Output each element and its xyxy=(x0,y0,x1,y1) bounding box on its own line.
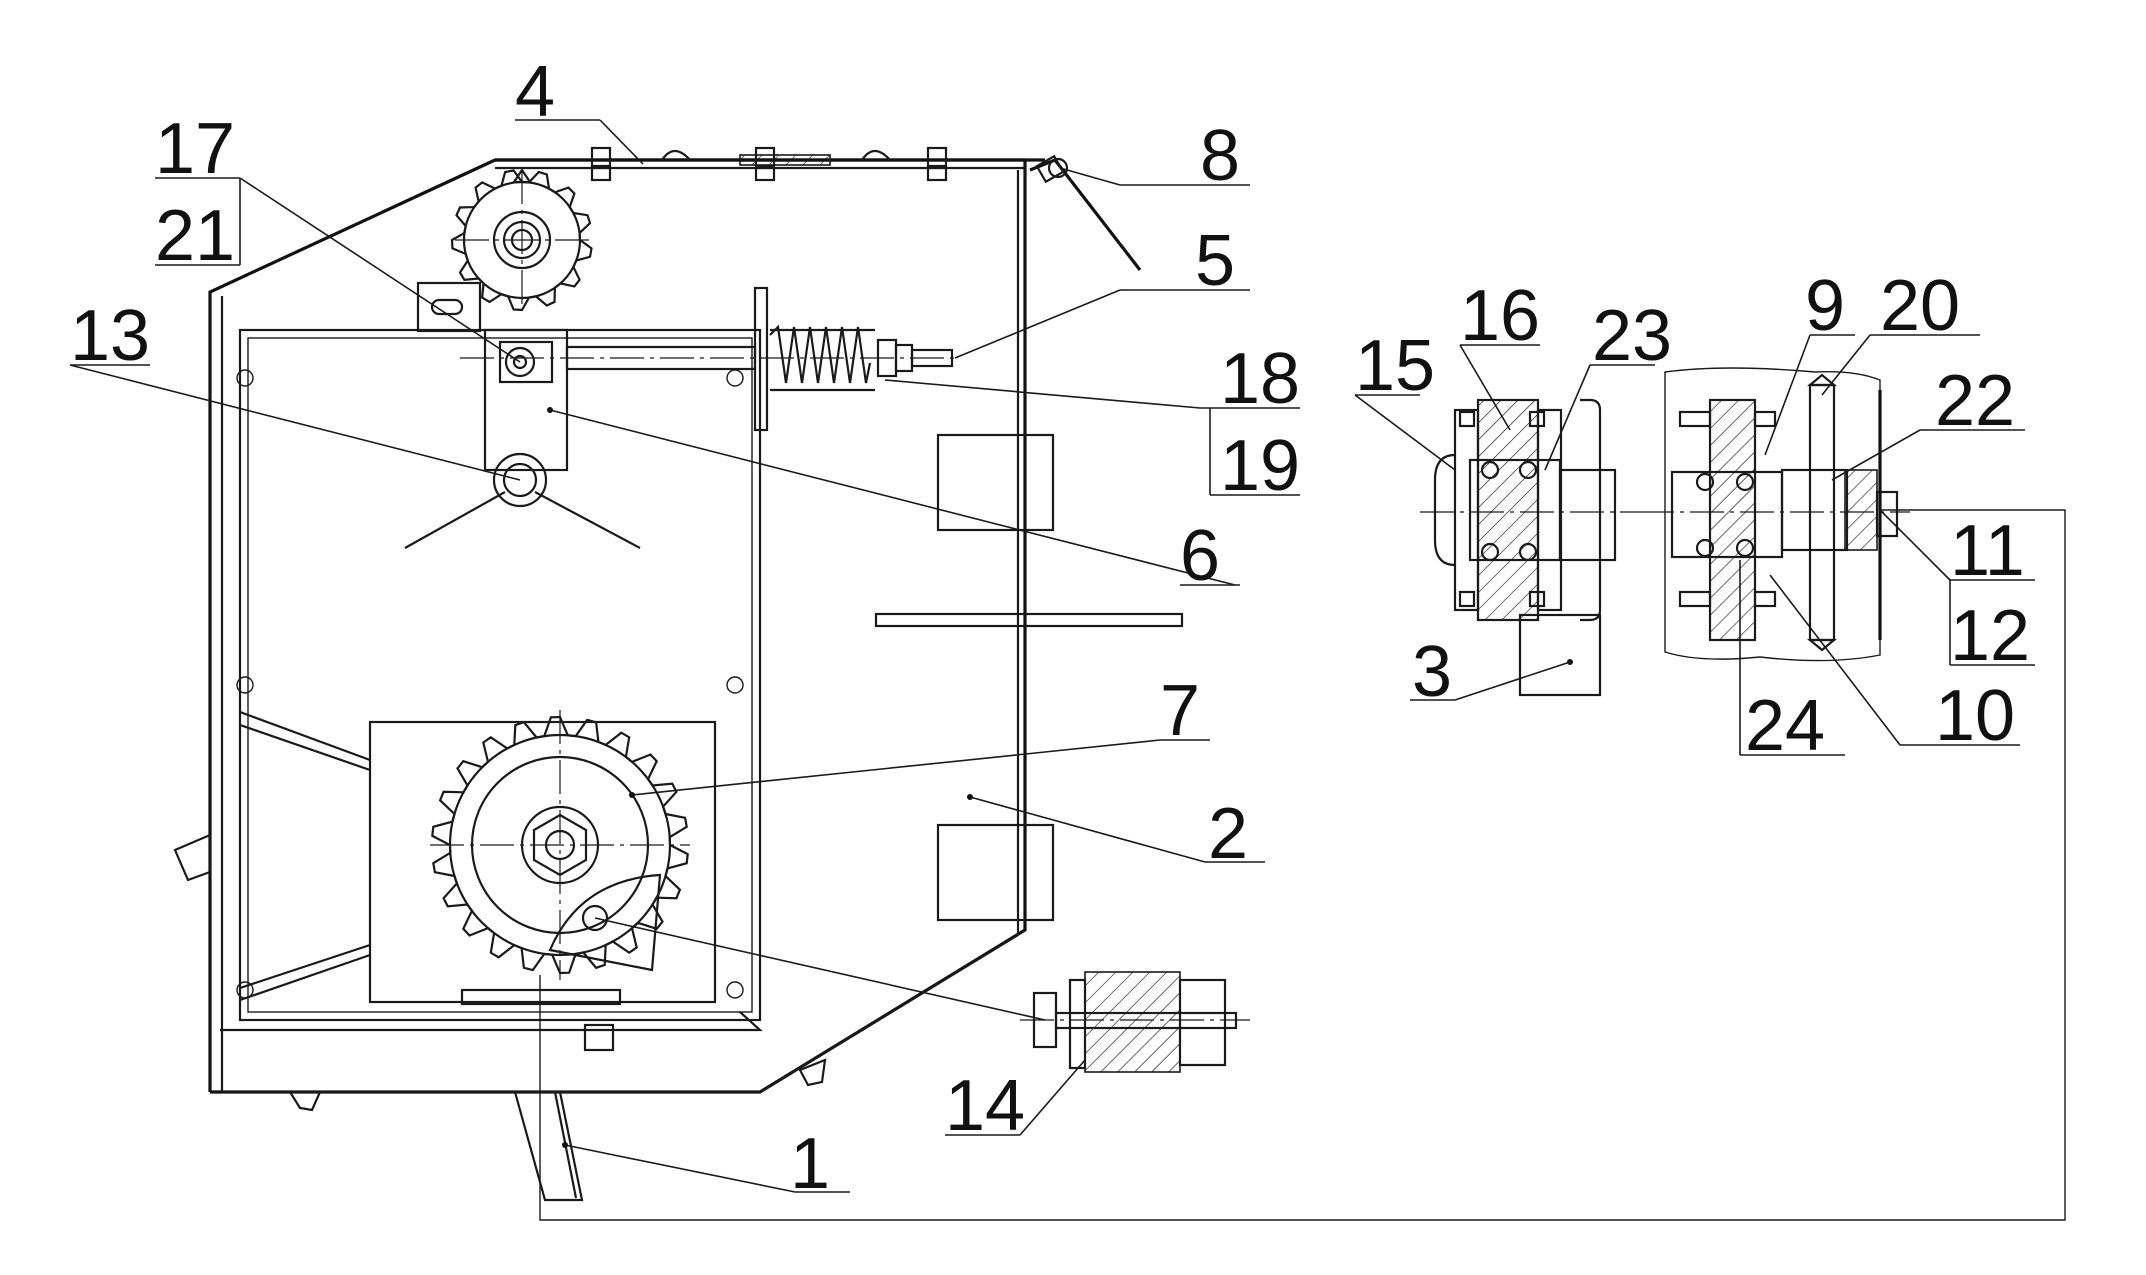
callout-labels: 1 2 3 4 5 6 7 8 9 10 11 12 13 14 15 16 1… xyxy=(70,52,2030,1204)
callout-19: 19 xyxy=(1220,426,1300,506)
callout-2: 2 xyxy=(1208,794,1248,874)
callout-4: 4 xyxy=(515,52,555,132)
callout-16: 16 xyxy=(1460,276,1540,356)
callout-5: 5 xyxy=(1195,221,1235,301)
callout-23: 23 xyxy=(1592,296,1672,376)
sprocket-teeth xyxy=(431,715,689,975)
callout-24: 24 xyxy=(1745,686,1825,766)
sprocket-teeth xyxy=(450,169,593,312)
leader-lines xyxy=(69,119,2035,1193)
shaft-section-right xyxy=(1640,367,1910,662)
callout-7: 7 xyxy=(1160,671,1200,751)
section-link-line xyxy=(539,509,2066,1221)
callout-22: 22 xyxy=(1935,361,2015,441)
upper-sprocket xyxy=(416,168,593,333)
callout-12: 12 xyxy=(1950,596,2030,676)
callout-3: 3 xyxy=(1412,632,1452,712)
bolt-detail xyxy=(1020,971,1250,1073)
callout-9: 9 xyxy=(1805,266,1845,346)
callout-13: 13 xyxy=(70,296,150,376)
callout-11: 11 xyxy=(1950,511,2025,591)
tensioner-arm xyxy=(404,286,960,549)
callout-15: 15 xyxy=(1355,326,1435,406)
callout-8: 8 xyxy=(1200,116,1240,196)
callout-10: 10 xyxy=(1935,676,2015,756)
side-plate xyxy=(874,433,1184,922)
frame-body xyxy=(173,158,1027,1202)
callout-1: 1 xyxy=(790,1124,830,1204)
callout-17: 17 xyxy=(155,109,235,189)
callout-20: 20 xyxy=(1880,266,1960,346)
callout-18: 18 xyxy=(1220,339,1300,419)
callout-14: 14 xyxy=(945,1066,1025,1146)
callout-6: 6 xyxy=(1180,516,1220,596)
top-cover xyxy=(495,146,1142,271)
lower-sprocket xyxy=(430,710,690,980)
callout-21: 21 xyxy=(155,196,235,276)
hub-section-left xyxy=(1420,398,1640,697)
